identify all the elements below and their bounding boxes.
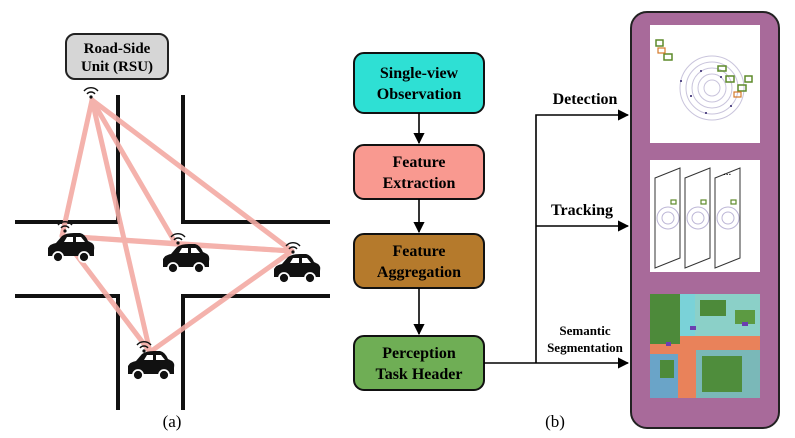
pipeline-box-observation: Single-view Observation — [353, 52, 485, 114]
rsu-label-line1: Road-Side — [84, 41, 151, 57]
car-icon — [47, 220, 96, 263]
caption-a: (a) — [163, 412, 182, 431]
extraction-line2: Extraction — [383, 175, 456, 192]
car-icon — [162, 232, 211, 274]
rsu-label-box — [65, 33, 169, 80]
v2x-links — [59, 97, 295, 355]
caption-b: (b) — [545, 412, 565, 431]
aggregation-line1: Feature — [392, 243, 445, 260]
segmentation-output-image — [650, 294, 760, 398]
task-header-line1: Perception — [382, 345, 456, 362]
rsu-label-line2: Unit (RSU) — [81, 59, 153, 75]
task-arrows — [484, 109, 630, 369]
observation-line2: Observation — [377, 86, 462, 103]
tracking-output-images: ... — [650, 160, 760, 272]
aggregation-line2: Aggregation — [377, 264, 461, 281]
panel-a: Road-Side Unit (RSU) (a) — [15, 33, 330, 431]
panel-b: Single-view Observation Feature Extracti… — [353, 11, 780, 431]
tracking-label: Tracking — [551, 202, 613, 219]
segmentation-label-line1: Semantic — [559, 323, 611, 338]
observation-box — [353, 52, 485, 114]
pipeline-box-header: Perception Task Header — [353, 335, 485, 391]
extraction-line1: Feature — [392, 154, 445, 171]
observation-line1: Single-view — [380, 65, 459, 82]
tracking-ellipsis: ... — [723, 166, 732, 178]
segmentation-label-line2: Segmentation — [547, 340, 624, 355]
task-header-line2: Task Header — [376, 366, 463, 383]
rsu-icon — [83, 86, 99, 100]
pipeline-box-aggregation: Feature Aggregation — [353, 233, 485, 289]
detection-output-image — [650, 25, 760, 143]
detection-label: Detection — [553, 91, 618, 108]
pipeline-box-extraction: Feature Extraction — [353, 144, 485, 200]
